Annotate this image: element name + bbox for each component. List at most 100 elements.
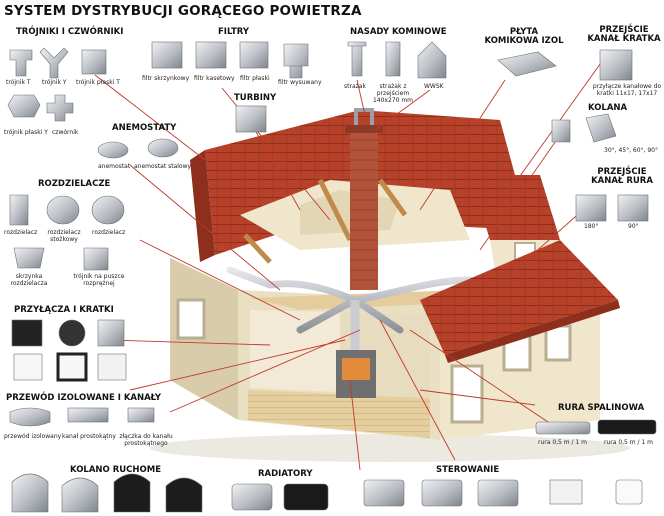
label-distributor-box: skrzynka rozdzielacza — [10, 273, 48, 287]
interior-wall — [250, 310, 340, 392]
label-flat-tee: trójnik płaski T — [76, 79, 120, 86]
chimney-bricks — [350, 139, 378, 281]
label-transition-180: 180° — [584, 223, 599, 230]
box-filter-icon — [151, 41, 183, 69]
swivel-elbow-icon-1 — [11, 473, 49, 513]
dormer-roof — [470, 175, 560, 240]
swivel-elbow-icon-3 — [113, 473, 151, 513]
label-distributor: rozdzielacz — [4, 229, 38, 236]
insulation-board-icon — [497, 51, 557, 77]
white-grille-icon-2 — [56, 352, 88, 382]
grille-black-icon — [11, 319, 43, 347]
label-chimney-cap-1: strażak — [344, 83, 366, 90]
right-roof — [420, 240, 618, 355]
heading-plyta: PŁYTA KOMIKOWA IZOL — [484, 27, 564, 47]
pipe-transition-90-icon — [617, 194, 649, 222]
heading-nasady: NASADY KOMINOWE — [350, 27, 447, 37]
beam-1 — [317, 178, 353, 242]
label-chimney-cap-3: WWSK — [424, 83, 444, 90]
turbine-icon — [235, 105, 267, 133]
heading-turbiny: TURBINY — [234, 93, 277, 103]
steel-diffuser-icon — [147, 138, 179, 158]
roof-edge — [190, 150, 215, 262]
heading-przewod: PRZEWÓD IZOLOWANE I KANAŁY — [6, 393, 161, 403]
heading-kolana: KOLANA — [588, 103, 628, 113]
label-slide-filter: filtr wysuwany — [278, 79, 322, 86]
round-grille-icon — [58, 319, 86, 347]
radiator-steel-icon — [231, 483, 273, 511]
control-fan-icon-1 — [363, 479, 405, 507]
chimney-cap-icon-2 — [385, 41, 401, 77]
beam-3 — [243, 233, 272, 264]
chimney-cap — [345, 125, 383, 133]
label-flat-filter: filtr płaski — [240, 75, 270, 82]
interior-floor — [248, 390, 430, 438]
fireplace-glass — [342, 358, 370, 380]
distributor-icon — [9, 194, 29, 226]
label-flue-pipe-2: rura 0,5 m / 1 m — [604, 439, 654, 446]
diffuser-icon — [97, 141, 129, 159]
elbow-icon-1 — [551, 119, 571, 143]
heading-rura: RURA SPALINOWA — [558, 403, 645, 413]
heading-radiatory: RADIATORY — [258, 469, 313, 479]
heading-filtry: FILTRY — [218, 27, 250, 37]
white-grille-icon — [13, 353, 43, 381]
label-chimney-cap-2: strażak z przejściem 140x270 mm — [372, 83, 414, 104]
rectangular-duct-icon — [67, 407, 109, 423]
label-steel-diffuser: anemostat stalowy — [134, 163, 192, 170]
tee-t-icon — [9, 49, 33, 77]
plenum-tee-icon — [83, 247, 109, 271]
label-diffuser: anemostat — [98, 163, 131, 170]
cross-icon — [46, 94, 74, 122]
heading-anemostaty: ANEMOSTATY — [112, 123, 177, 133]
label-cross: czwórnik — [52, 129, 79, 136]
flue-pipe-black-icon — [597, 419, 657, 435]
label-cassette-filter: filtr kasetowy — [194, 75, 235, 82]
controller-icon — [549, 479, 583, 505]
swivel-elbow-icon-2 — [61, 477, 99, 513]
label-plenum-tee: trójnik na puszce rozprężnej — [73, 273, 125, 287]
chimney-cap-icon-3 — [417, 41, 447, 79]
duct-connector-icon — [127, 407, 155, 423]
chimney-cap-icon-1 — [347, 41, 367, 77]
radiator-black-icon — [283, 483, 329, 511]
swivel-elbow-icon-4 — [165, 477, 203, 513]
thermostat-icon — [615, 479, 643, 505]
heading-przylacza: PRZYŁĄCZA I KRATKI — [14, 305, 114, 315]
door — [450, 364, 484, 424]
heading-kolano-ruchome: KOLANO RUCHOME — [70, 465, 162, 475]
heading-rozdzielacze: ROZDZIELACZE — [38, 179, 111, 189]
distributor-icon-2 — [91, 195, 125, 225]
cassette-filter-icon — [195, 41, 227, 69]
slide-filter-icon — [283, 43, 309, 79]
label-elbows-note: 30°, 45°, 60°, 90° — [604, 147, 658, 154]
ground-shadow — [150, 434, 630, 462]
window-left — [176, 298, 206, 340]
control-fan-icon-2 — [421, 479, 463, 507]
label-flat-tee-y: trójnik płaski Y — [4, 129, 48, 136]
insulated-duct-icon — [9, 407, 51, 427]
heading-trojniki: TRÓJNIKI I CZWÓRNIKI — [16, 27, 124, 37]
right-roof-edge — [445, 300, 620, 363]
label-flue-pipe-1: rura 0,5 m / 1 m — [538, 439, 588, 446]
pipe-transition-180-icon — [575, 194, 607, 222]
cone-distributor-icon — [46, 195, 80, 225]
label-box-filter: filtr skrzynkowy — [142, 75, 190, 82]
tee-y-icon — [39, 47, 69, 79]
label-distributor-2: rozdzielacz — [92, 229, 126, 236]
page-title: SYSTEM DYSTRYBUCJI GORĄCEGO POWIETRZA — [4, 3, 362, 19]
beam-2 — [377, 178, 408, 217]
label-duct-connector: złączka do kanału prostokątnego — [119, 433, 173, 447]
flue-pipe-steel-icon — [535, 421, 591, 435]
label-tee-t: trójnik T — [6, 79, 31, 86]
elbow-icon-2 — [585, 113, 617, 143]
label-cone-distributor: rozdzielacz stożkowy — [47, 229, 81, 243]
flat-tee-icon — [81, 49, 107, 75]
grille-transition-icon — [599, 49, 633, 81]
label-grille-transition-note: przyłącze kanałowe do kratki 11x17, 17x1… — [592, 83, 662, 97]
label-rect-duct: kanał prostokątny — [62, 433, 116, 440]
flat-filter-icon — [239, 41, 269, 69]
